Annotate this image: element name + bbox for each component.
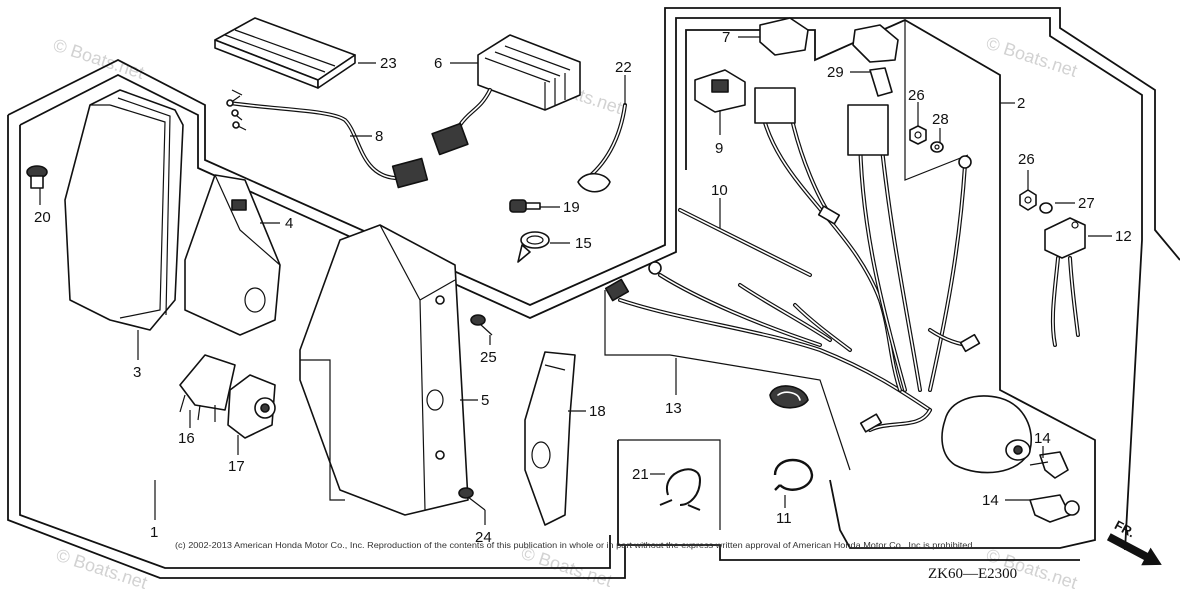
part-14-key-lower xyxy=(1029,494,1080,523)
part-21-clip xyxy=(659,468,702,511)
grommet xyxy=(769,385,809,409)
part-13-main-harness xyxy=(604,87,981,433)
label-part-12: 12 xyxy=(1115,228,1132,245)
label-part-25: 25 xyxy=(480,349,497,366)
label-part-29: 29 xyxy=(827,64,844,81)
label-part-5: 5 xyxy=(481,392,489,409)
part-14-ignition-switch xyxy=(941,395,1032,474)
label-part-6: 6 xyxy=(434,55,442,72)
part-7-cap xyxy=(759,17,809,56)
part-5-control-box xyxy=(299,224,469,516)
part-11-clip xyxy=(773,458,814,491)
label-part-18: 18 xyxy=(589,403,606,420)
label-part-8: 8 xyxy=(375,128,383,145)
part-6-regulator-rectifier xyxy=(431,34,581,156)
front-arrow-icon xyxy=(1106,533,1162,566)
part-23-foam-pad xyxy=(214,17,356,89)
part-22-wire-band xyxy=(577,103,627,193)
label-part-13: 13 xyxy=(665,400,682,417)
copyright-notice: (c) 2002-2013 American Honda Motor Co., … xyxy=(175,540,975,550)
label-part-1: 1 xyxy=(150,524,158,541)
frame-13-box xyxy=(604,290,851,471)
label-part-24: 24 xyxy=(475,529,492,546)
label-part-9: 9 xyxy=(715,140,723,157)
part-27-washer xyxy=(1039,202,1053,214)
label-part-15: 15 xyxy=(575,235,592,252)
assembly-frame-1-bottom xyxy=(7,115,626,579)
label-part-3: 3 xyxy=(133,364,141,381)
watermark-top-left: © Boats.net xyxy=(51,35,147,83)
label-part-27: 27 xyxy=(1078,195,1095,212)
frame-2-inner-box xyxy=(904,20,969,181)
label-part-4: 4 xyxy=(285,215,293,232)
label-part-19: 19 xyxy=(563,199,580,216)
part-10-lead-wire xyxy=(678,208,812,277)
label-part-11: 11 xyxy=(776,510,792,527)
label-part-16: 16 xyxy=(178,430,195,447)
part-29-fuse-cover xyxy=(852,24,899,97)
label-part-17: 17 xyxy=(228,458,245,475)
label-part-21: 21 xyxy=(632,466,649,483)
part-3-cover xyxy=(64,89,184,331)
part-16-switch xyxy=(179,354,236,422)
part-26-nut-lower xyxy=(1019,189,1037,211)
label-part-14a: 14 xyxy=(1034,430,1051,447)
assembly-frame-1 xyxy=(7,7,1180,306)
assembly-frame-clips xyxy=(617,440,1080,561)
part-28-washer xyxy=(930,141,944,153)
watermark-bottom-left: © Boats.net xyxy=(54,545,150,589)
assembly-frame-1-inner-bottom xyxy=(19,125,611,569)
assembly-frame-2 xyxy=(685,18,1096,549)
label-part-7: 7 xyxy=(722,29,730,46)
label-part-2: 2 xyxy=(1017,95,1025,112)
label-part-26b: 26 xyxy=(1018,151,1035,168)
part-12-relay xyxy=(1044,217,1086,347)
label-part-22: 22 xyxy=(615,59,632,76)
diagram-code: ZK60—E2300 xyxy=(928,566,1017,582)
label-part-20: 20 xyxy=(34,209,51,226)
part-14-key-upper xyxy=(1029,451,1069,479)
part-24-screw xyxy=(458,487,486,511)
part-19-bolt xyxy=(509,199,541,213)
front-direction-indicator: FR. xyxy=(1106,517,1162,566)
part-8-sub-harness xyxy=(226,89,429,189)
part-15-clip xyxy=(517,231,550,263)
part-17-circuit-breaker xyxy=(227,374,276,439)
label-part-10: 10 xyxy=(711,182,728,199)
part-4-bracket xyxy=(184,174,281,336)
assembly-frame-clips-top xyxy=(618,439,721,530)
part-26-nut-upper xyxy=(909,125,927,145)
part-25-screw xyxy=(470,314,493,336)
part-18-plate xyxy=(524,351,576,526)
assembly-frame-1-inner xyxy=(19,17,1143,551)
label-part-26a: 26 xyxy=(908,87,925,104)
label-part-23: 23 xyxy=(380,55,397,72)
label-part-14b: 14 xyxy=(982,492,999,509)
part-9-fuse-holder xyxy=(694,69,746,113)
part-20-bolt xyxy=(26,165,48,189)
label-part-28: 28 xyxy=(932,111,949,128)
